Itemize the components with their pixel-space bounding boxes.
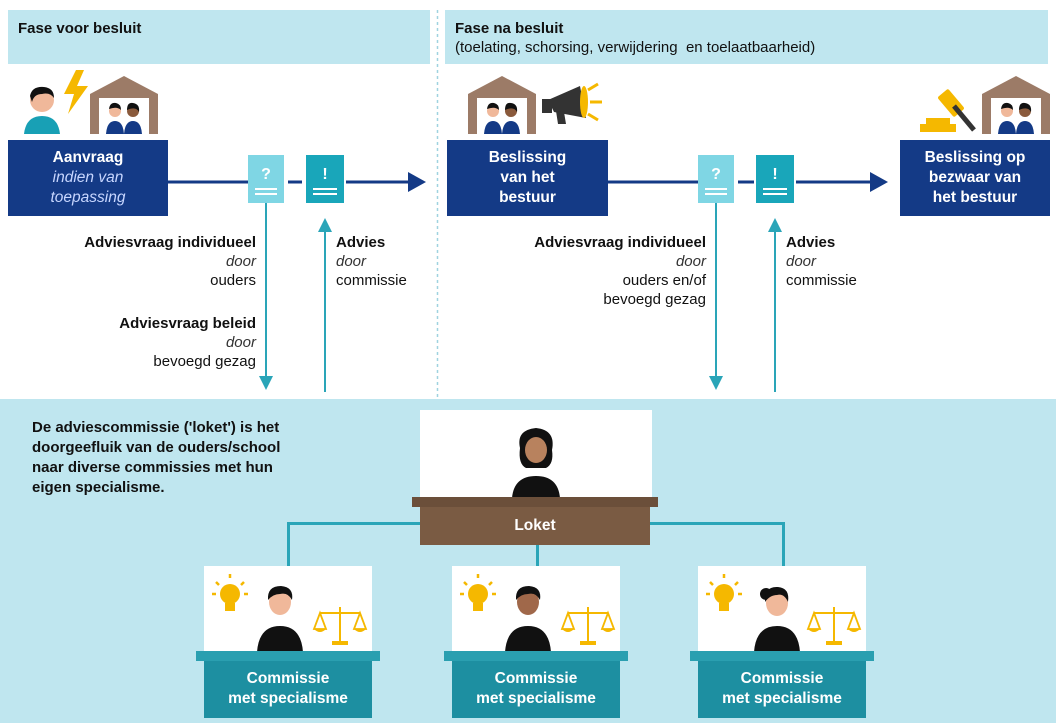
loket-person-icon xyxy=(512,428,560,498)
scales-icon xyxy=(312,607,368,645)
decision-line-2: van het xyxy=(500,169,555,186)
commission-person-icon-3 xyxy=(754,586,800,652)
scales-icon xyxy=(560,607,616,645)
lightbulb-icon xyxy=(706,574,742,611)
label-by: door xyxy=(786,253,817,270)
phase-after-subtitle: (toelating, schorsing, verwijdering en t… xyxy=(455,39,816,56)
question-document-icon: ? xyxy=(248,155,284,203)
label-who: ouders xyxy=(210,272,256,289)
school-icon-objection xyxy=(982,76,1050,134)
label-by: door xyxy=(336,253,367,270)
commission-desk-top-1 xyxy=(196,651,380,661)
scales-icon xyxy=(806,607,862,645)
request-box: Aanvraag indien van toepassing xyxy=(8,140,168,216)
left-question-individual-label: Adviesvraag individueel door ouders xyxy=(84,233,256,290)
lightning-icon xyxy=(64,70,88,114)
commission-subtitle: met specialisme xyxy=(228,690,348,707)
commission-person-icon-2 xyxy=(505,586,551,652)
right-advice-label: Advies door commissie xyxy=(786,233,857,290)
phase-after-title: Fase na besluit xyxy=(455,20,564,37)
commission-desk-1: Commissie met specialisme xyxy=(204,661,372,718)
exclaim-mark: ! xyxy=(772,166,778,183)
label-who: commissie xyxy=(336,272,407,289)
label-title: Advies xyxy=(336,234,386,251)
loket-label: Loket xyxy=(514,517,556,534)
label-who: bevoegd gezag xyxy=(153,353,256,370)
school-icon-decision xyxy=(468,76,536,134)
lightbulb-icon xyxy=(460,574,496,611)
request-note-2: toepassing xyxy=(50,189,126,206)
parent-icon xyxy=(24,86,60,134)
label-title: Adviesvraag individueel xyxy=(534,234,706,251)
megaphone-icon xyxy=(542,82,602,124)
exclaim-document-icon-right: ! xyxy=(756,155,794,203)
label-title: Adviesvraag beleid xyxy=(119,315,256,332)
label-who: commissie xyxy=(786,272,857,289)
label-title: Advies xyxy=(786,234,836,251)
label-by: door xyxy=(675,253,706,270)
request-note-1: indien van xyxy=(52,169,124,186)
loket-desk: Loket xyxy=(420,507,650,545)
request-title: Aanvraag xyxy=(52,149,124,166)
exclaim-document-icon: ! xyxy=(306,155,344,203)
school-icon xyxy=(90,76,158,134)
right-question-individual-label: Adviesvraag individueel door ouders en/o… xyxy=(534,233,706,309)
label-who-1: ouders en/of xyxy=(622,272,706,289)
commission-desk-3: Commissie met specialisme xyxy=(698,661,866,718)
commission-person-icon-1 xyxy=(257,586,303,652)
connector-right xyxy=(782,522,785,566)
left-advice-label: Advies door commissie xyxy=(336,233,407,290)
objection-line-1: Beslissing op xyxy=(924,149,1026,166)
commission-title: Commissie xyxy=(740,670,824,687)
label-by: door xyxy=(225,253,256,270)
question-mark: ? xyxy=(261,166,271,183)
commission-subtitle: met specialisme xyxy=(722,690,842,707)
commission-title: Commissie xyxy=(494,670,578,687)
exclaim-mark: ! xyxy=(322,166,328,183)
question-document-icon-right: ? xyxy=(698,155,734,203)
label-by: door xyxy=(225,334,256,351)
objection-line-3: het bestuur xyxy=(932,189,1018,206)
loket-desk-top xyxy=(412,497,658,507)
lightbulb-icon xyxy=(212,574,248,611)
question-mark: ? xyxy=(711,166,721,183)
gavel-icon xyxy=(920,89,976,132)
left-question-policy-label: Adviesvraag beleid door bevoegd gezag xyxy=(119,314,256,371)
commission-desk-top-2 xyxy=(444,651,628,661)
decision-box: Beslissing van het bestuur xyxy=(447,140,608,216)
commission-desk-2: Commissie met specialisme xyxy=(452,661,620,718)
decision-line-3: bestuur xyxy=(499,189,556,206)
label-title: Adviesvraag individueel xyxy=(84,234,256,251)
intro-text: De adviescommissie ('loket') is het door… xyxy=(32,419,281,496)
phase-after-header: Fase na besluit (toelating, schorsing, v… xyxy=(445,10,1048,64)
objection-line-2: bezwaar van xyxy=(928,169,1022,186)
connector-middle xyxy=(536,540,539,566)
commission-title: Commissie xyxy=(246,670,330,687)
connector-left xyxy=(287,522,290,566)
objection-box: Beslissing op bezwaar van het bestuur xyxy=(900,140,1050,216)
commission-subtitle: met specialisme xyxy=(476,690,596,707)
phase-before-title: Fase voor besluit xyxy=(18,20,142,37)
decision-line-1: Beslissing xyxy=(488,149,567,166)
commission-desk-top-3 xyxy=(690,651,874,661)
phase-before-header: Fase voor besluit xyxy=(8,10,430,64)
label-who-2: bevoegd gezag xyxy=(603,291,706,308)
